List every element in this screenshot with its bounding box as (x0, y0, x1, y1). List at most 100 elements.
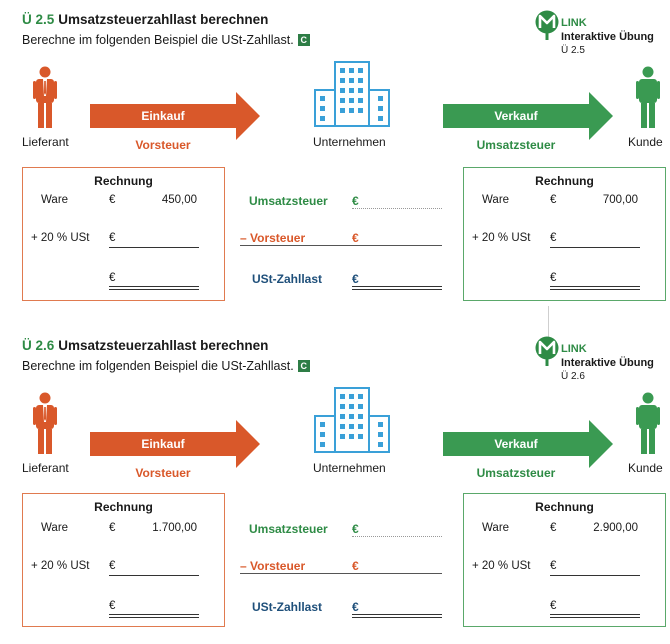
tax-currency: € (550, 232, 557, 244)
ware-label: Ware (41, 522, 69, 534)
link-word: LINK (561, 343, 587, 355)
ust-currency: € (352, 194, 359, 208)
sale-arrow-icon (443, 92, 613, 140)
vst-label: – Vorsteuer (240, 231, 306, 245)
ware-currency: € (109, 194, 116, 206)
total-input-line[interactable] (550, 286, 640, 290)
customer-person-icon (636, 66, 660, 128)
link-logo-icon (535, 336, 559, 366)
supplier-invoice: Rechnung Ware € 450,00 + 20 % USt € € (22, 167, 225, 301)
instruction-text: Berechne im folgenden Beispiel die USt-Z… (22, 359, 294, 373)
ust-label: Umsatzsteuer (249, 194, 328, 208)
invoice-heading: Rechnung (535, 174, 594, 188)
tax-currency: € (550, 560, 557, 572)
ware-label: Ware (41, 194, 69, 206)
zahllast-currency: € (352, 600, 359, 614)
exercise-number: Ü 2.5 (22, 12, 55, 27)
total-currency: € (550, 600, 557, 612)
ust-input-line[interactable] (352, 208, 442, 209)
tax-label: + 20 % USt (31, 560, 90, 572)
interactive-link[interactable]: LINK Interaktive Übung Ü 2.6 (534, 336, 664, 386)
total-input-line[interactable] (550, 614, 640, 618)
invoice-heading: Rechnung (535, 500, 594, 514)
zahllast-input-line[interactable] (352, 286, 442, 290)
total-currency: € (550, 272, 557, 284)
tax-input-line[interactable] (550, 247, 640, 248)
exercise-number: Ü 2.6 (22, 338, 55, 353)
customer-person-icon (636, 392, 660, 454)
purchase-sub-label: Vorsteuer (135, 138, 191, 152)
purchase-arrow-icon (90, 92, 260, 140)
vst-input-line[interactable] (240, 245, 442, 246)
link-code: Ü 2.5 (561, 45, 585, 56)
customer-invoice: Rechnung Ware € 2.900,00 + 20 % USt € € (463, 493, 666, 627)
sale-arrow-label: Verkauf (494, 109, 538, 123)
customer-label: Kunde (628, 461, 663, 475)
sale-arrow-label: Verkauf (494, 437, 538, 451)
link-logo-icon (535, 10, 559, 40)
zahllast-label: USt-Zahllast (252, 600, 323, 614)
ust-label: Umsatzsteuer (249, 522, 328, 536)
supplier-label: Lieferant (22, 135, 69, 149)
interactive-link[interactable]: LINK Interaktive Übung Ü 2.5 (534, 10, 664, 60)
vst-label: – Vorsteuer (240, 559, 306, 573)
total-currency: € (109, 600, 116, 612)
purchase-arrow-label: Einkauf (141, 109, 185, 123)
company-building-icon (314, 387, 390, 453)
ware-value: 450,00 (161, 194, 197, 206)
tax-label: + 20 % USt (472, 560, 531, 572)
divider-line (548, 306, 549, 348)
tax-label: + 20 % USt (31, 232, 90, 244)
ware-currency: € (109, 522, 116, 534)
ware-value: 1.700,00 (152, 522, 197, 534)
exercise-title-text: Umsatzsteuerzahllast berechnen (58, 12, 269, 27)
ware-label: Ware (482, 194, 510, 206)
customer-label: Kunde (628, 135, 663, 149)
tax-input-line[interactable] (109, 575, 199, 576)
supplier-invoice: Rechnung Ware € 1.700,00 + 20 % USt € € (22, 493, 225, 627)
tax-input-line[interactable] (109, 247, 199, 248)
ware-currency: € (550, 194, 557, 206)
zahllast-input-line[interactable] (352, 614, 442, 618)
ust-currency: € (352, 522, 359, 536)
link-label: Interaktive Übung (561, 357, 654, 369)
ware-label: Ware (482, 522, 510, 534)
ware-currency: € (550, 522, 557, 534)
ust-input-line[interactable] (352, 536, 442, 537)
vst-input-line[interactable] (240, 573, 442, 574)
sale-arrow-icon (443, 420, 613, 468)
total-input-line[interactable] (109, 614, 199, 618)
purchase-arrow-icon (90, 420, 260, 468)
level-badge: C (297, 360, 310, 372)
exercise-instruction: Berechne im folgenden Beispiel die USt-Z… (22, 359, 310, 373)
link-word: LINK (561, 17, 587, 29)
supplier-person-icon (33, 66, 57, 128)
company-building-icon (314, 61, 390, 127)
vst-currency: € (352, 559, 359, 573)
tax-label: + 20 % USt (472, 232, 531, 244)
supplier-person-icon (33, 392, 57, 454)
company-label: Unternehmen (313, 461, 386, 475)
tax-currency: € (109, 232, 116, 244)
tax-currency: € (109, 560, 116, 572)
sale-sub-label: Umsatzsteuer (476, 466, 556, 480)
company-label: Unternehmen (313, 135, 386, 149)
total-currency: € (109, 272, 116, 284)
sale-sub-label: Umsatzsteuer (476, 138, 556, 152)
level-badge: C (297, 34, 310, 46)
link-code: Ü 2.6 (561, 371, 585, 382)
zahllast-currency: € (352, 272, 359, 286)
supplier-label: Lieferant (22, 461, 69, 475)
exercise-title-text: Umsatzsteuerzahllast berechnen (58, 338, 269, 353)
exercise-instruction: Berechne im folgenden Beispiel die USt-Z… (22, 33, 310, 47)
invoice-heading: Rechnung (94, 500, 153, 514)
total-input-line[interactable] (109, 286, 199, 290)
tax-input-line[interactable] (550, 575, 640, 576)
zahllast-label: USt-Zahllast (252, 272, 323, 286)
purchase-sub-label: Vorsteuer (135, 466, 191, 480)
ware-value: 2.900,00 (593, 522, 638, 534)
